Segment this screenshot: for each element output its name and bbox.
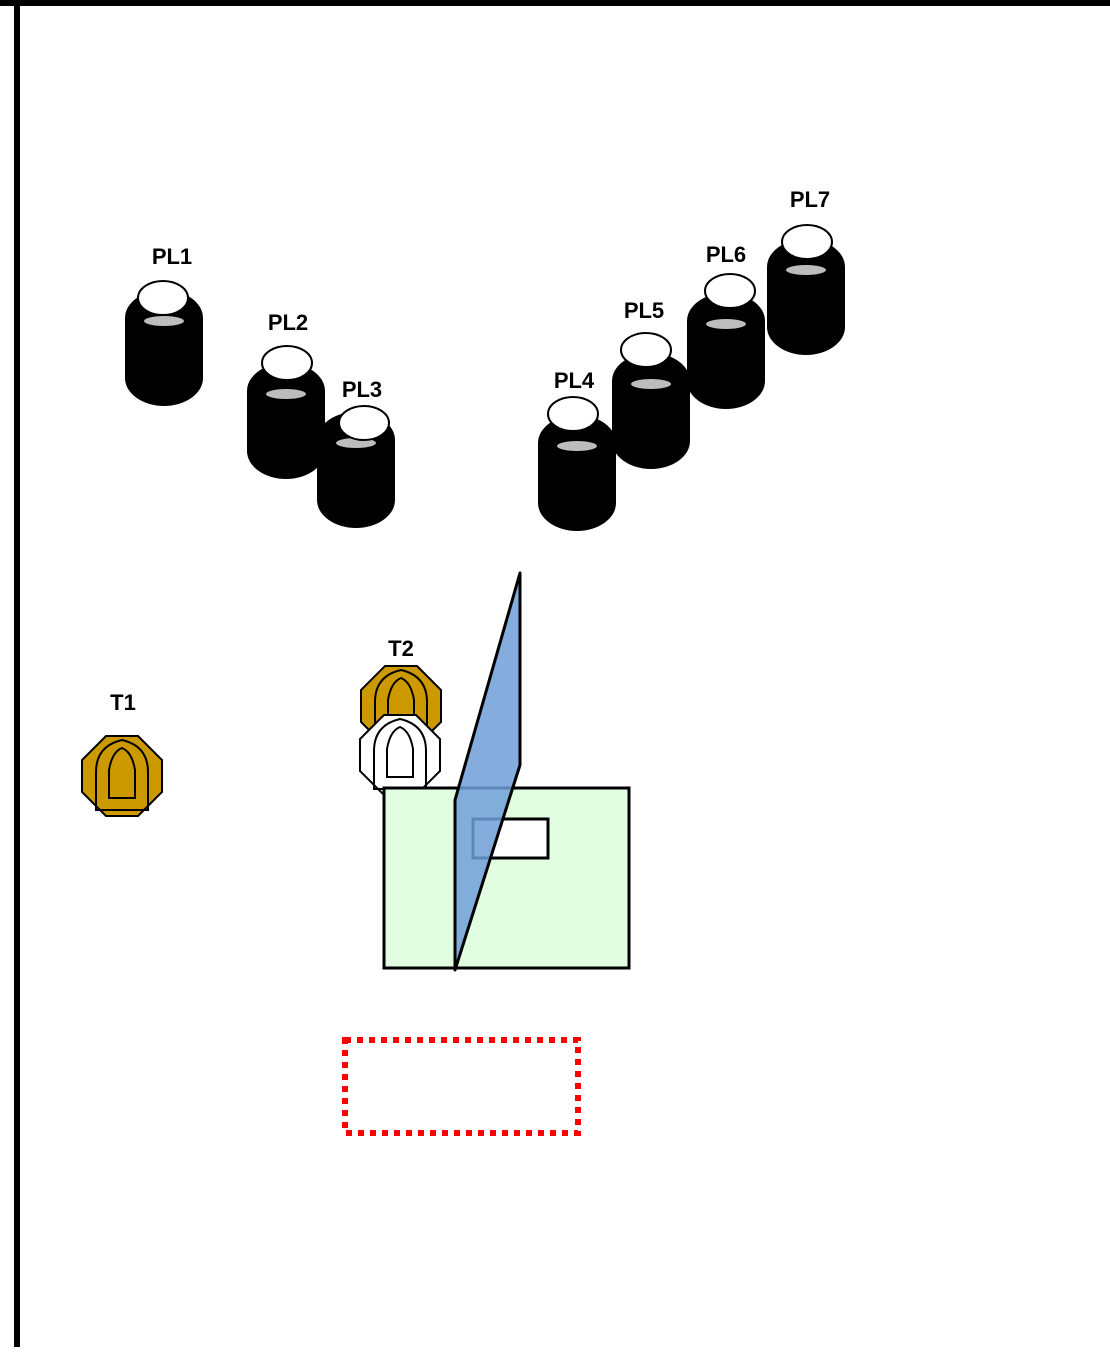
popper-label-pl3: PL3 <box>342 377 382 402</box>
popper-label-pl1: PL1 <box>152 244 192 269</box>
popper-pl3: PL3 <box>317 377 395 528</box>
shooting-box <box>382 786 631 970</box>
popper-label-pl2: PL2 <box>268 310 308 335</box>
target-t2: T2 <box>360 636 442 747</box>
wall-barrier <box>453 571 522 972</box>
popper-label-pl6: PL6 <box>706 242 746 267</box>
popper-pl5: PL5 <box>612 298 690 469</box>
popper-label-pl5: PL5 <box>624 298 664 323</box>
target-label-t1: T1 <box>110 690 136 715</box>
popper-label-pl4: PL4 <box>554 368 595 393</box>
no-shoot-target <box>359 714 441 796</box>
popper-pl2: PL2 <box>247 310 325 479</box>
popper-label-pl7: PL7 <box>790 187 830 212</box>
popper-pl1: PL1 <box>125 244 203 406</box>
target-t1: T1 <box>81 690 163 817</box>
start-area-dotted <box>342 1037 581 1136</box>
popper-pl6: PL6 <box>687 242 765 409</box>
popper-pl4: PL4 <box>538 368 616 531</box>
target-label-t2: T2 <box>388 636 414 661</box>
popper-pl7: PL7 <box>767 187 845 355</box>
